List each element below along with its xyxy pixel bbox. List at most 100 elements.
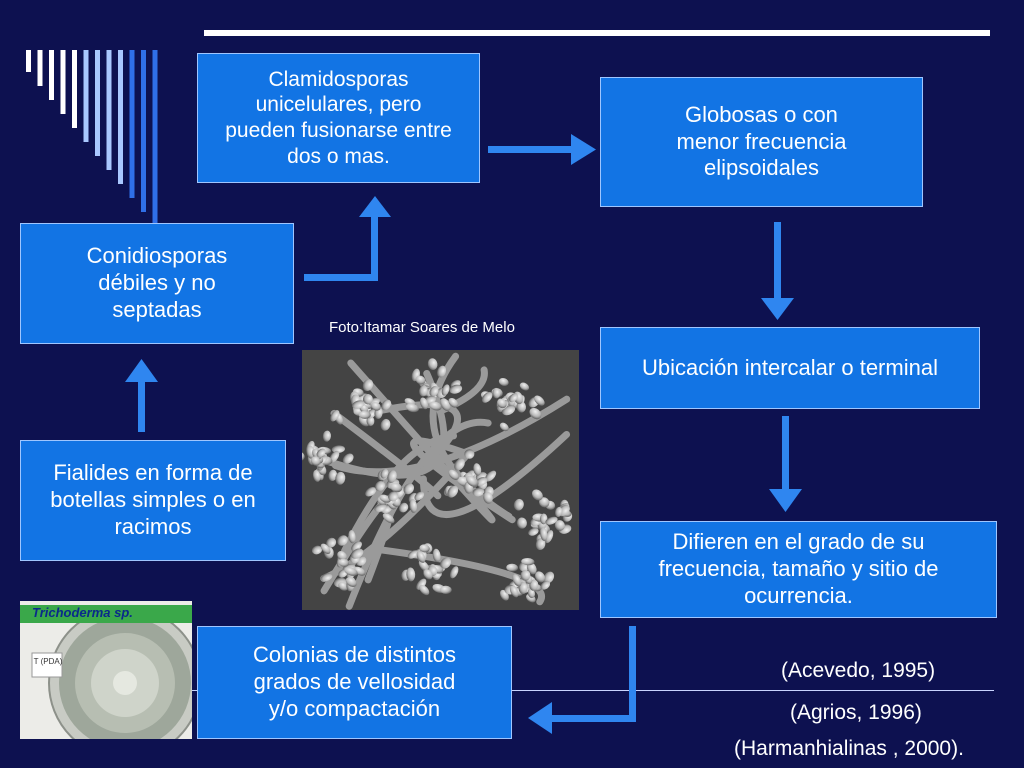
spore [330,410,340,422]
spore [302,451,305,461]
spore [454,458,465,471]
spore [423,569,433,580]
spore [371,401,381,411]
box-colonias: Colonias de distintos grados de vellosid… [197,626,512,739]
spore [472,487,485,497]
spore [497,398,507,409]
spore [328,469,338,482]
reference-acevedo: (Acevedo, 1995) [781,659,936,682]
spore [342,453,354,464]
spore [335,471,346,485]
stripe [152,50,158,226]
spore [429,386,439,397]
spore [427,358,438,370]
spore [403,483,415,495]
spore [554,506,563,518]
spore [439,585,452,594]
spore [405,403,419,413]
spore [358,410,371,419]
spore [419,544,430,553]
spore [316,448,326,458]
spore [415,375,426,385]
spore [322,430,331,442]
arrow-right-icon [488,134,596,165]
spore [418,560,430,572]
hypha [419,430,571,518]
stripe [95,50,100,156]
photo-caption: Foto:Itamar Soares de Melo [329,319,515,336]
reference-harmanhialinas: (Harmanhialinas , 2000). [734,737,964,760]
spore [388,491,399,502]
spore [483,491,493,504]
spore [466,475,478,487]
stripe [72,50,77,128]
spore [520,570,531,581]
spore [448,397,459,408]
spore [498,377,509,387]
stripe [60,50,66,114]
spore [348,530,356,544]
stripe [118,50,123,184]
spore [543,571,555,584]
spore [380,468,389,479]
stripe [37,50,43,86]
spore [326,537,337,548]
spore [379,494,391,503]
arrow-down-icon [769,416,802,512]
spore [432,548,441,563]
spore [440,398,451,412]
spore [481,392,493,403]
arrow-up-elbow-icon [304,196,391,281]
petri-marking: T (PDA) [33,657,63,666]
stripe [49,50,54,100]
spore [409,498,417,513]
spore [312,469,321,482]
spore [352,400,365,409]
spore [310,456,321,466]
spore [320,573,333,582]
spore [387,470,397,483]
spore [521,557,535,566]
spore [492,387,501,399]
spore [448,469,459,480]
hypha [429,352,513,520]
spore [419,385,428,397]
box-globosas: Globosas o con menor frecuencia elipsoid… [600,77,923,207]
spore [508,393,518,403]
spore [337,551,347,561]
spore [545,516,558,525]
spore [516,517,527,529]
spore [366,415,375,427]
spore [464,449,475,459]
spore [449,384,463,394]
arrow-left-elbow-icon [528,626,636,734]
spore [540,580,551,590]
box-clamidosporas: Clamidosporas unicelulares, pero pueden … [197,53,480,183]
spore [407,550,419,559]
spore [484,470,497,482]
micrograph-conidia-icon [302,350,579,610]
box-conidiosporas: Conidiosporas débiles y no septadas [20,223,294,344]
spore [345,577,357,588]
spore [337,535,348,546]
spore [380,418,391,431]
spore [416,551,426,563]
spore [526,562,537,575]
spore [419,397,429,410]
spore [419,584,430,596]
spore [499,422,509,432]
spore [362,394,373,405]
spore [311,545,323,555]
spore [351,548,364,559]
petri-dish-icon [20,601,192,739]
spore [344,567,358,576]
spore [406,567,416,582]
stripe [106,50,112,170]
arrow-down-icon [761,222,794,320]
spore [475,477,488,486]
spore [398,502,409,513]
spore [512,574,522,587]
spore [540,527,548,542]
spore [375,480,386,492]
